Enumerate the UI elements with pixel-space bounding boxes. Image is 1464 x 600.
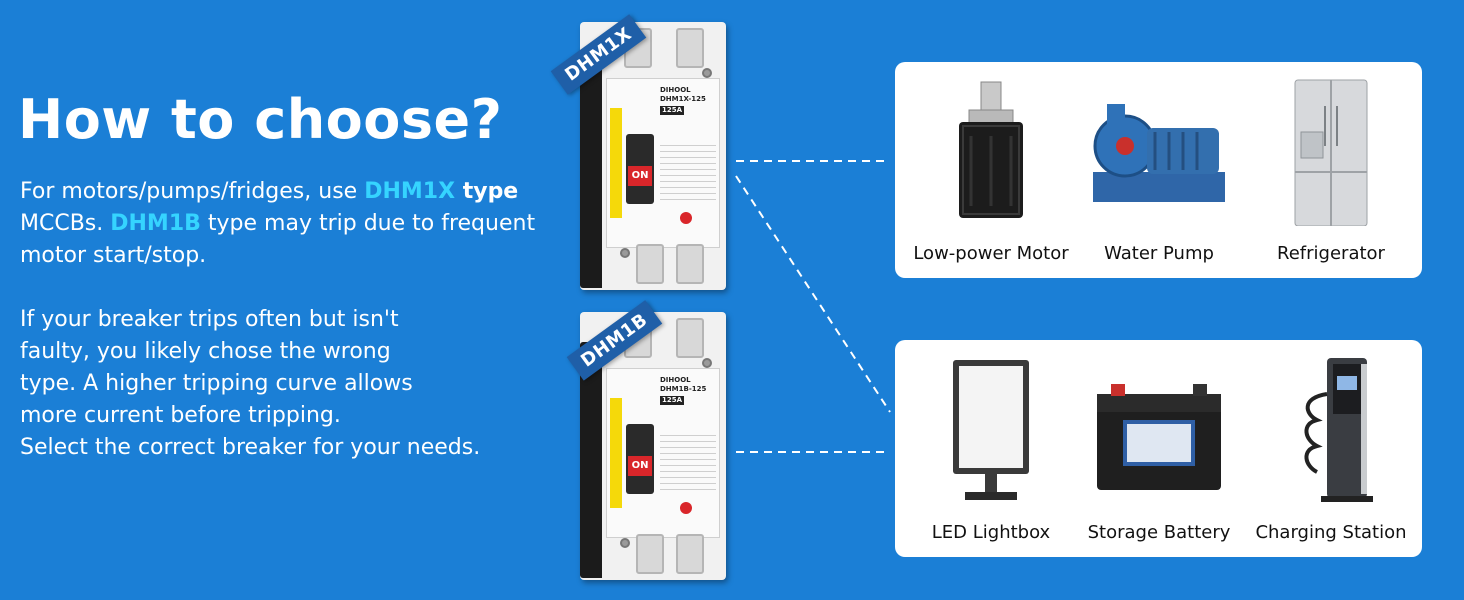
water-pump-icon	[1093, 104, 1225, 202]
connector-line	[735, 175, 891, 413]
spec-table	[660, 140, 716, 200]
terminal-clamp	[676, 534, 704, 574]
motor-icon	[959, 81, 1023, 218]
intro-paragraph: For motors/pumps/fridges, use DHM1X type…	[20, 176, 560, 272]
application-label: Storage Battery	[1087, 522, 1231, 543]
application-label: Charging Station	[1255, 522, 1407, 543]
screw-icon	[620, 538, 630, 548]
brand-label: DIHOOL	[660, 86, 691, 94]
dhm1x-applications-card: Low-power Motor Water Pump Refrigerator	[895, 62, 1422, 278]
application-label: LED Lightbox	[931, 522, 1051, 543]
rating-label: 125A	[660, 396, 685, 405]
brand-label: DIHOOL	[660, 376, 691, 384]
application-item: Water Pump	[1071, 62, 1247, 278]
terminal-clamp	[676, 318, 704, 358]
advice-line: If your breaker trips often but isn't	[20, 307, 399, 332]
rating-label: 125A	[660, 106, 685, 115]
model-label: DHM1X-125	[660, 95, 706, 103]
breaker-side	[580, 342, 602, 578]
page-title: How to choose?	[18, 88, 503, 151]
application-item: LED Lightbox	[903, 340, 1079, 557]
application-label: Low-power Motor	[913, 243, 1069, 264]
application-item: Storage Battery	[1071, 340, 1247, 557]
dhm1b-applications-card: LED Lightbox Storage Battery Charging St…	[895, 340, 1422, 557]
terminal-clamp	[636, 244, 664, 284]
advice-line: Select the correct breaker for your need…	[20, 435, 481, 460]
application-item: Charging Station	[1243, 340, 1419, 557]
intro-text-1: For motors/pumps/fridges, use	[20, 179, 365, 204]
advice-paragraph: If your breaker trips often but isn't fa…	[20, 304, 540, 464]
advice-line: more current before tripping.	[20, 403, 341, 428]
breaker-label: DIHOOL DHM1X-125 125A	[660, 86, 716, 115]
terminal-clamp	[636, 534, 664, 574]
spec-table	[660, 430, 716, 490]
advice-line: faulty, you likely chose the wrong	[20, 339, 391, 364]
intro-text-4: type may trip due to frequent motor star…	[20, 211, 536, 268]
lightbox-icon	[953, 360, 1029, 500]
advice-line: type. A higher tripping curve allows	[20, 371, 413, 396]
test-button	[680, 502, 692, 514]
model-label: DHM1B-125	[660, 385, 707, 393]
breaker-label: DIHOOL DHM1B-125 125A	[660, 376, 716, 405]
screw-icon	[620, 248, 630, 258]
application-item: Refrigerator	[1243, 62, 1419, 278]
test-button	[680, 212, 692, 224]
screw-icon	[702, 68, 712, 78]
breaker-dhm1b: ON DIHOOL DHM1B-125 125A	[580, 312, 726, 580]
battery-icon	[1097, 384, 1221, 490]
on-indicator: ON	[628, 456, 652, 476]
dhm1b-highlight: DHM1B	[110, 211, 201, 236]
charging-station-icon	[1304, 358, 1373, 502]
intro-text-2: type	[455, 179, 519, 204]
application-label: Water Pump	[1104, 243, 1214, 264]
breaker-side	[580, 52, 602, 288]
application-label: Refrigerator	[1277, 243, 1385, 264]
refrigerator-icon	[1294, 79, 1368, 226]
terminal-clamp	[676, 244, 704, 284]
screw-icon	[702, 358, 712, 368]
dhm1x-highlight: DHM1X	[364, 179, 456, 204]
warning-strip	[610, 398, 622, 508]
intro-text-3: MCCBs.	[20, 211, 111, 236]
warning-strip	[610, 108, 622, 218]
on-indicator: ON	[628, 166, 652, 186]
terminal-clamp	[676, 28, 704, 68]
application-item: Low-power Motor	[903, 62, 1079, 278]
